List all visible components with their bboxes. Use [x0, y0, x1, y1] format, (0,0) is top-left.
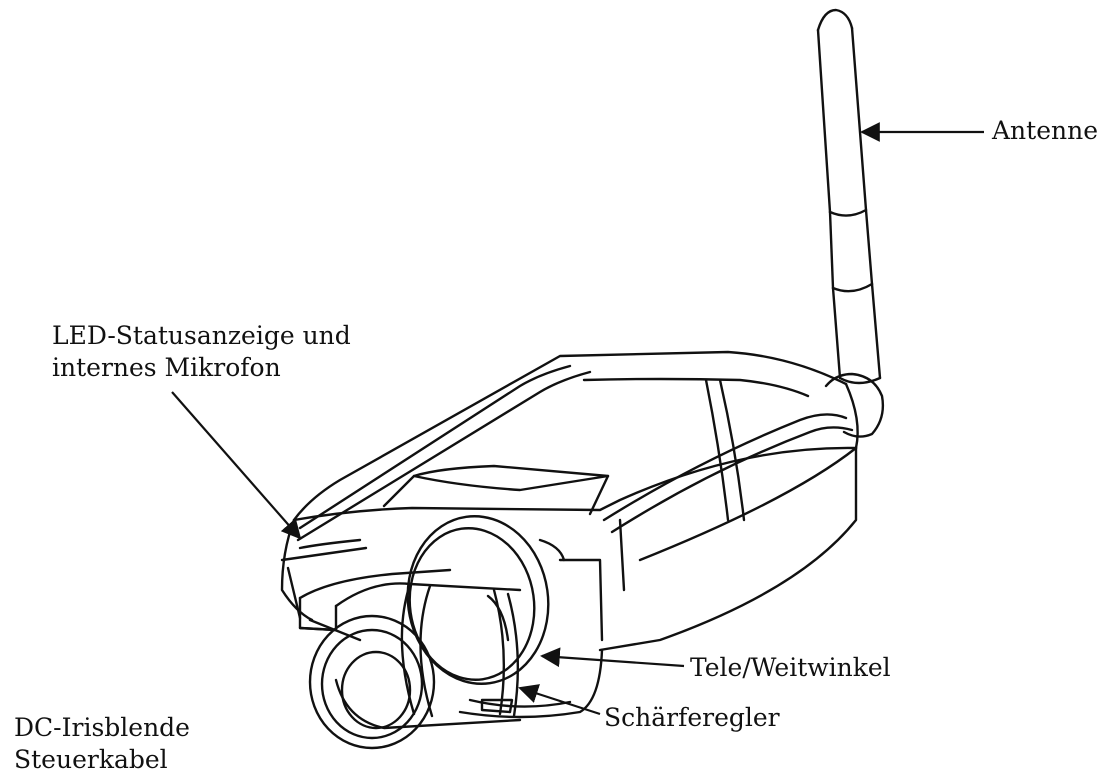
led-arrow	[171, 391, 302, 540]
label-iris-line2: Steuerkabel	[14, 745, 168, 774]
label-antenna: Antenne	[992, 115, 1098, 147]
focus-arrow	[518, 684, 601, 716]
label-led-line1: LED-Statusanzeige und	[52, 321, 351, 350]
label-zoom-text: Tele/Weitwinkel	[690, 653, 891, 682]
label-focus-text: Schärferegler	[604, 703, 780, 732]
label-iris-cable: DC-Irisblende Steuerkabel	[14, 712, 190, 776]
label-zoom: Tele/Weitwinkel	[690, 652, 891, 684]
camera-body	[280, 350, 859, 719]
label-led-status: LED-Statusanzeige und internes Mikrofon	[52, 320, 351, 384]
antenna	[816, 8, 885, 438]
label-led-line2: internes Mikrofon	[52, 353, 281, 382]
zoom-arrow	[540, 647, 685, 668]
label-focus: Schärferegler	[604, 702, 780, 734]
camera-lens	[298, 515, 550, 750]
label-antenna-text: Antenne	[992, 116, 1098, 145]
label-iris-line1: DC-Irisblende	[14, 713, 190, 742]
